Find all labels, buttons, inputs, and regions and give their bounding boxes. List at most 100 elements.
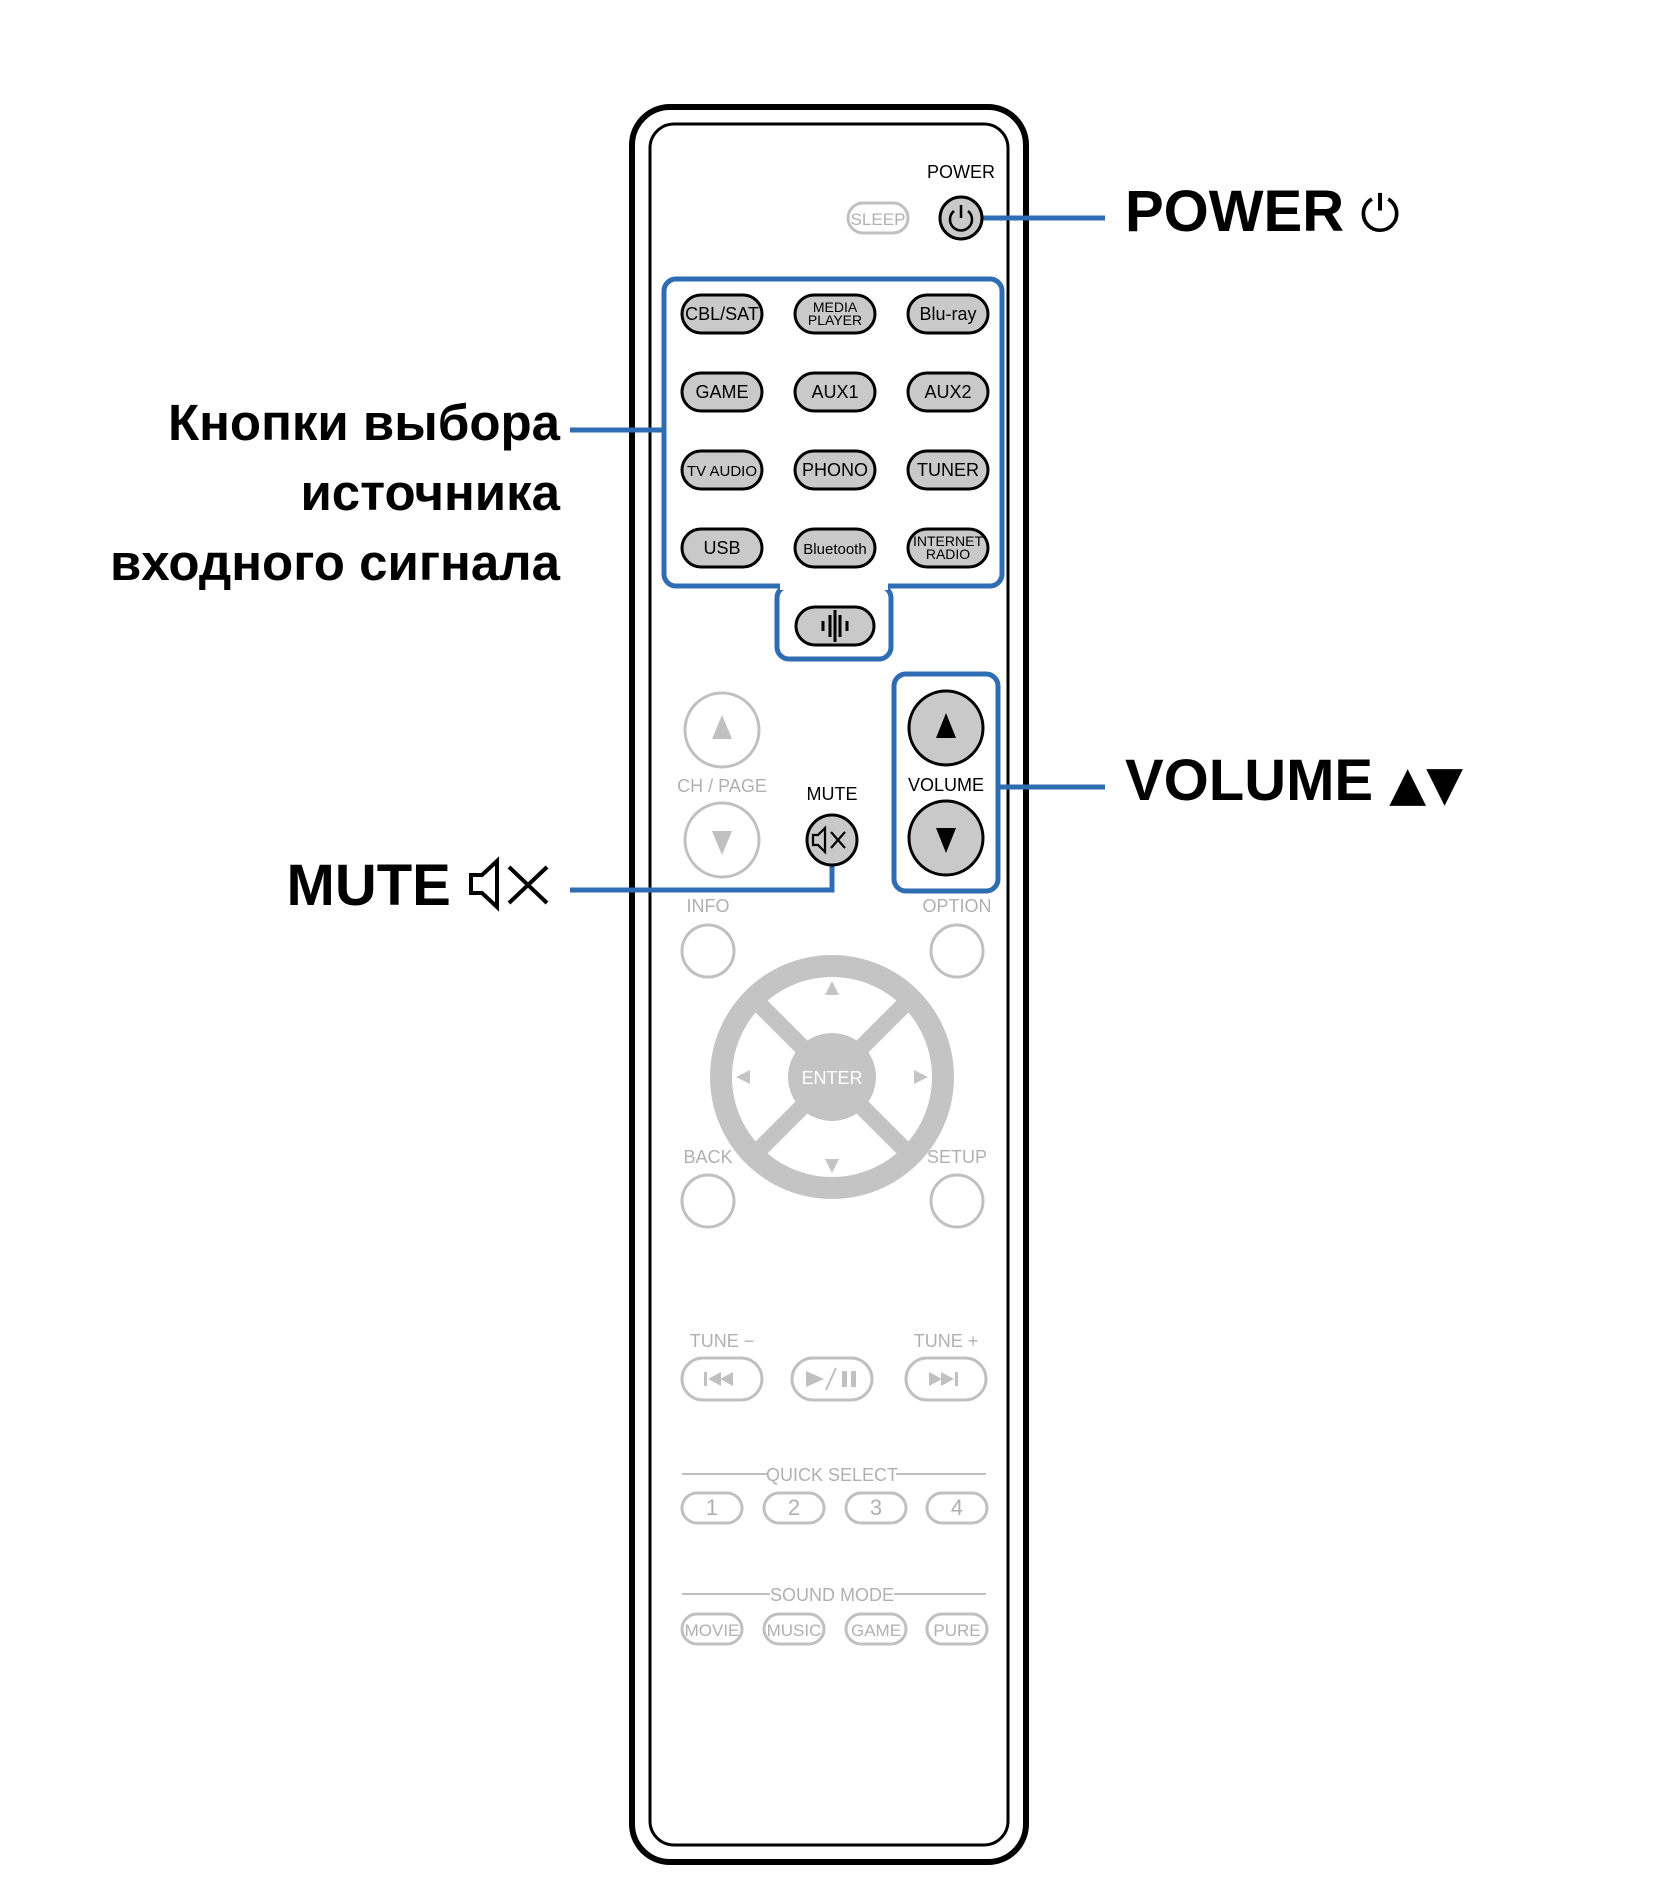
previous-button[interactable] xyxy=(680,1356,764,1402)
quick-select-button-label: 4 xyxy=(951,1495,963,1520)
game-button[interactable]: GAME xyxy=(680,371,764,413)
input-source-callout-line3: входного сигнала xyxy=(109,534,560,591)
volume-small-label: VOLUME xyxy=(908,775,984,795)
sound-mode-button-label: MUSIC xyxy=(767,1621,822,1640)
quick-select-button-1[interactable]: 1 xyxy=(680,1491,744,1525)
sound-mode-buttons: MOVIE MUSIC GAME PURE xyxy=(680,1612,989,1646)
internet-radio-label: RADIO xyxy=(926,546,970,562)
heos-button[interactable] xyxy=(794,605,876,647)
info-button[interactable] xyxy=(680,923,736,979)
sleep-label: SLEEP xyxy=(851,210,906,229)
setup-button[interactable] xyxy=(929,1173,985,1229)
quick-select-button-2[interactable]: 2 xyxy=(762,1491,826,1525)
power-icon: ⏻ xyxy=(1360,185,1400,243)
usb-button[interactable]: USB xyxy=(680,527,764,569)
bluetooth-button[interactable]: Bluetooth xyxy=(793,527,877,569)
cbl-sat-button[interactable]: CBL/SAT xyxy=(680,293,764,335)
power-icon xyxy=(948,210,974,232)
tv-audio-button[interactable]: TV AUDIO xyxy=(680,449,764,491)
mute-button[interactable] xyxy=(805,813,859,867)
input-source-callout-line2: источника xyxy=(300,464,560,521)
info-label: INFO xyxy=(687,896,730,916)
volume-up-down-icon: ▲▼ xyxy=(1389,756,1464,812)
aux2-label: AUX2 xyxy=(924,382,971,402)
tv-audio-label: TV AUDIO xyxy=(687,463,757,480)
volume-up-button[interactable] xyxy=(907,689,985,767)
option-button[interactable] xyxy=(929,923,985,979)
quick-select-buttons: 1 2 3 4 xyxy=(680,1491,989,1525)
quick-select-label: QUICK SELECT xyxy=(766,1465,898,1485)
media-player-label: PLAYER xyxy=(808,312,862,328)
volume-frame xyxy=(891,671,1001,894)
volume-down-button[interactable] xyxy=(907,799,985,877)
internet-radio-label: INTERNET xyxy=(913,533,983,549)
mute-callout: MUTE xyxy=(287,852,555,919)
quick-select-button-label: 1 xyxy=(706,1495,718,1520)
aux1-button[interactable]: AUX1 xyxy=(793,371,877,413)
power-callout-label: POWER xyxy=(1125,179,1345,244)
dpad-down-icon xyxy=(825,1159,839,1173)
ch-page-up-button[interactable] xyxy=(683,691,761,769)
phono-button[interactable]: PHONO xyxy=(793,449,877,491)
dpad-left-icon xyxy=(736,1070,750,1084)
blu-ray-label: Blu-ray xyxy=(919,304,976,324)
back-label: BACK xyxy=(683,1147,732,1167)
heos-icon xyxy=(821,610,849,642)
volume-callout-label: VOLUME xyxy=(1125,748,1374,813)
ch-page-label: CH / PAGE xyxy=(677,776,767,796)
game-label: GAME xyxy=(695,382,748,402)
play-pause-button[interactable] xyxy=(790,1356,874,1402)
sleep-button[interactable]: SLEEP xyxy=(846,201,910,235)
dpad-up-icon xyxy=(825,981,839,995)
quick-select-button-4[interactable]: 4 xyxy=(925,1491,989,1525)
bluetooth-label: Bluetooth xyxy=(803,541,866,558)
quick-select-button-3[interactable]: 3 xyxy=(844,1491,908,1525)
tune-plus-label: TUNE + xyxy=(914,1331,979,1351)
mute-icon xyxy=(811,825,846,855)
mute-small-label: MUTE xyxy=(807,784,858,804)
tune-minus-label: TUNE − xyxy=(690,1331,755,1351)
ch-page-down-button[interactable] xyxy=(683,801,761,879)
sound-mode-button-1[interactable]: MOVIE xyxy=(680,1612,744,1646)
mute-icon xyxy=(469,856,549,912)
sound-mode-button-3[interactable]: GAME xyxy=(844,1612,908,1646)
usb-label: USB xyxy=(703,538,740,558)
volume-callout: VOLUME ▲▼ xyxy=(1125,747,1463,814)
power-small-label: POWER xyxy=(927,162,995,182)
sound-mode-button-2[interactable]: MUSIC xyxy=(762,1612,826,1646)
aux2-button[interactable]: AUX2 xyxy=(906,371,990,413)
previous-icon xyxy=(704,1372,733,1386)
media-player-label: MEDIA xyxy=(813,299,858,315)
blu-ray-button[interactable]: Blu-ray xyxy=(906,293,990,335)
tuner-button[interactable]: TUNER xyxy=(906,449,990,491)
mute-callout-line xyxy=(570,862,835,893)
power-callout: POWER ⏻ xyxy=(1125,178,1400,245)
mute-callout-label: MUTE xyxy=(286,853,451,918)
dpad-right-icon xyxy=(914,1070,928,1084)
power-button[interactable] xyxy=(938,195,984,241)
dpad[interactable]: ENTER xyxy=(710,955,954,1199)
sound-mode-button-label: GAME xyxy=(851,1621,901,1640)
option-label: OPTION xyxy=(922,896,991,916)
quick-select-button-label: 2 xyxy=(788,1495,800,1520)
sound-mode-button-label: PURE xyxy=(933,1621,980,1640)
enter-label: ENTER xyxy=(801,1068,862,1088)
cbl-sat-label: CBL/SAT xyxy=(685,304,759,324)
sound-mode-button-4[interactable]: PURE xyxy=(925,1612,989,1646)
setup-label: SETUP xyxy=(927,1147,987,1167)
phono-label: PHONO xyxy=(802,460,868,480)
input-source-callout-line1: Кнопки выбора xyxy=(167,394,560,451)
input-source-callout: Кнопки выбора источника входного сигнала xyxy=(110,388,560,598)
back-button[interactable] xyxy=(680,1173,736,1229)
next-button[interactable] xyxy=(904,1356,988,1402)
tuner-label: TUNER xyxy=(917,460,979,480)
aux1-label: AUX1 xyxy=(811,382,858,402)
play-pause-icon xyxy=(806,1367,856,1391)
next-icon xyxy=(929,1372,958,1386)
callout-lines xyxy=(570,215,1105,894)
